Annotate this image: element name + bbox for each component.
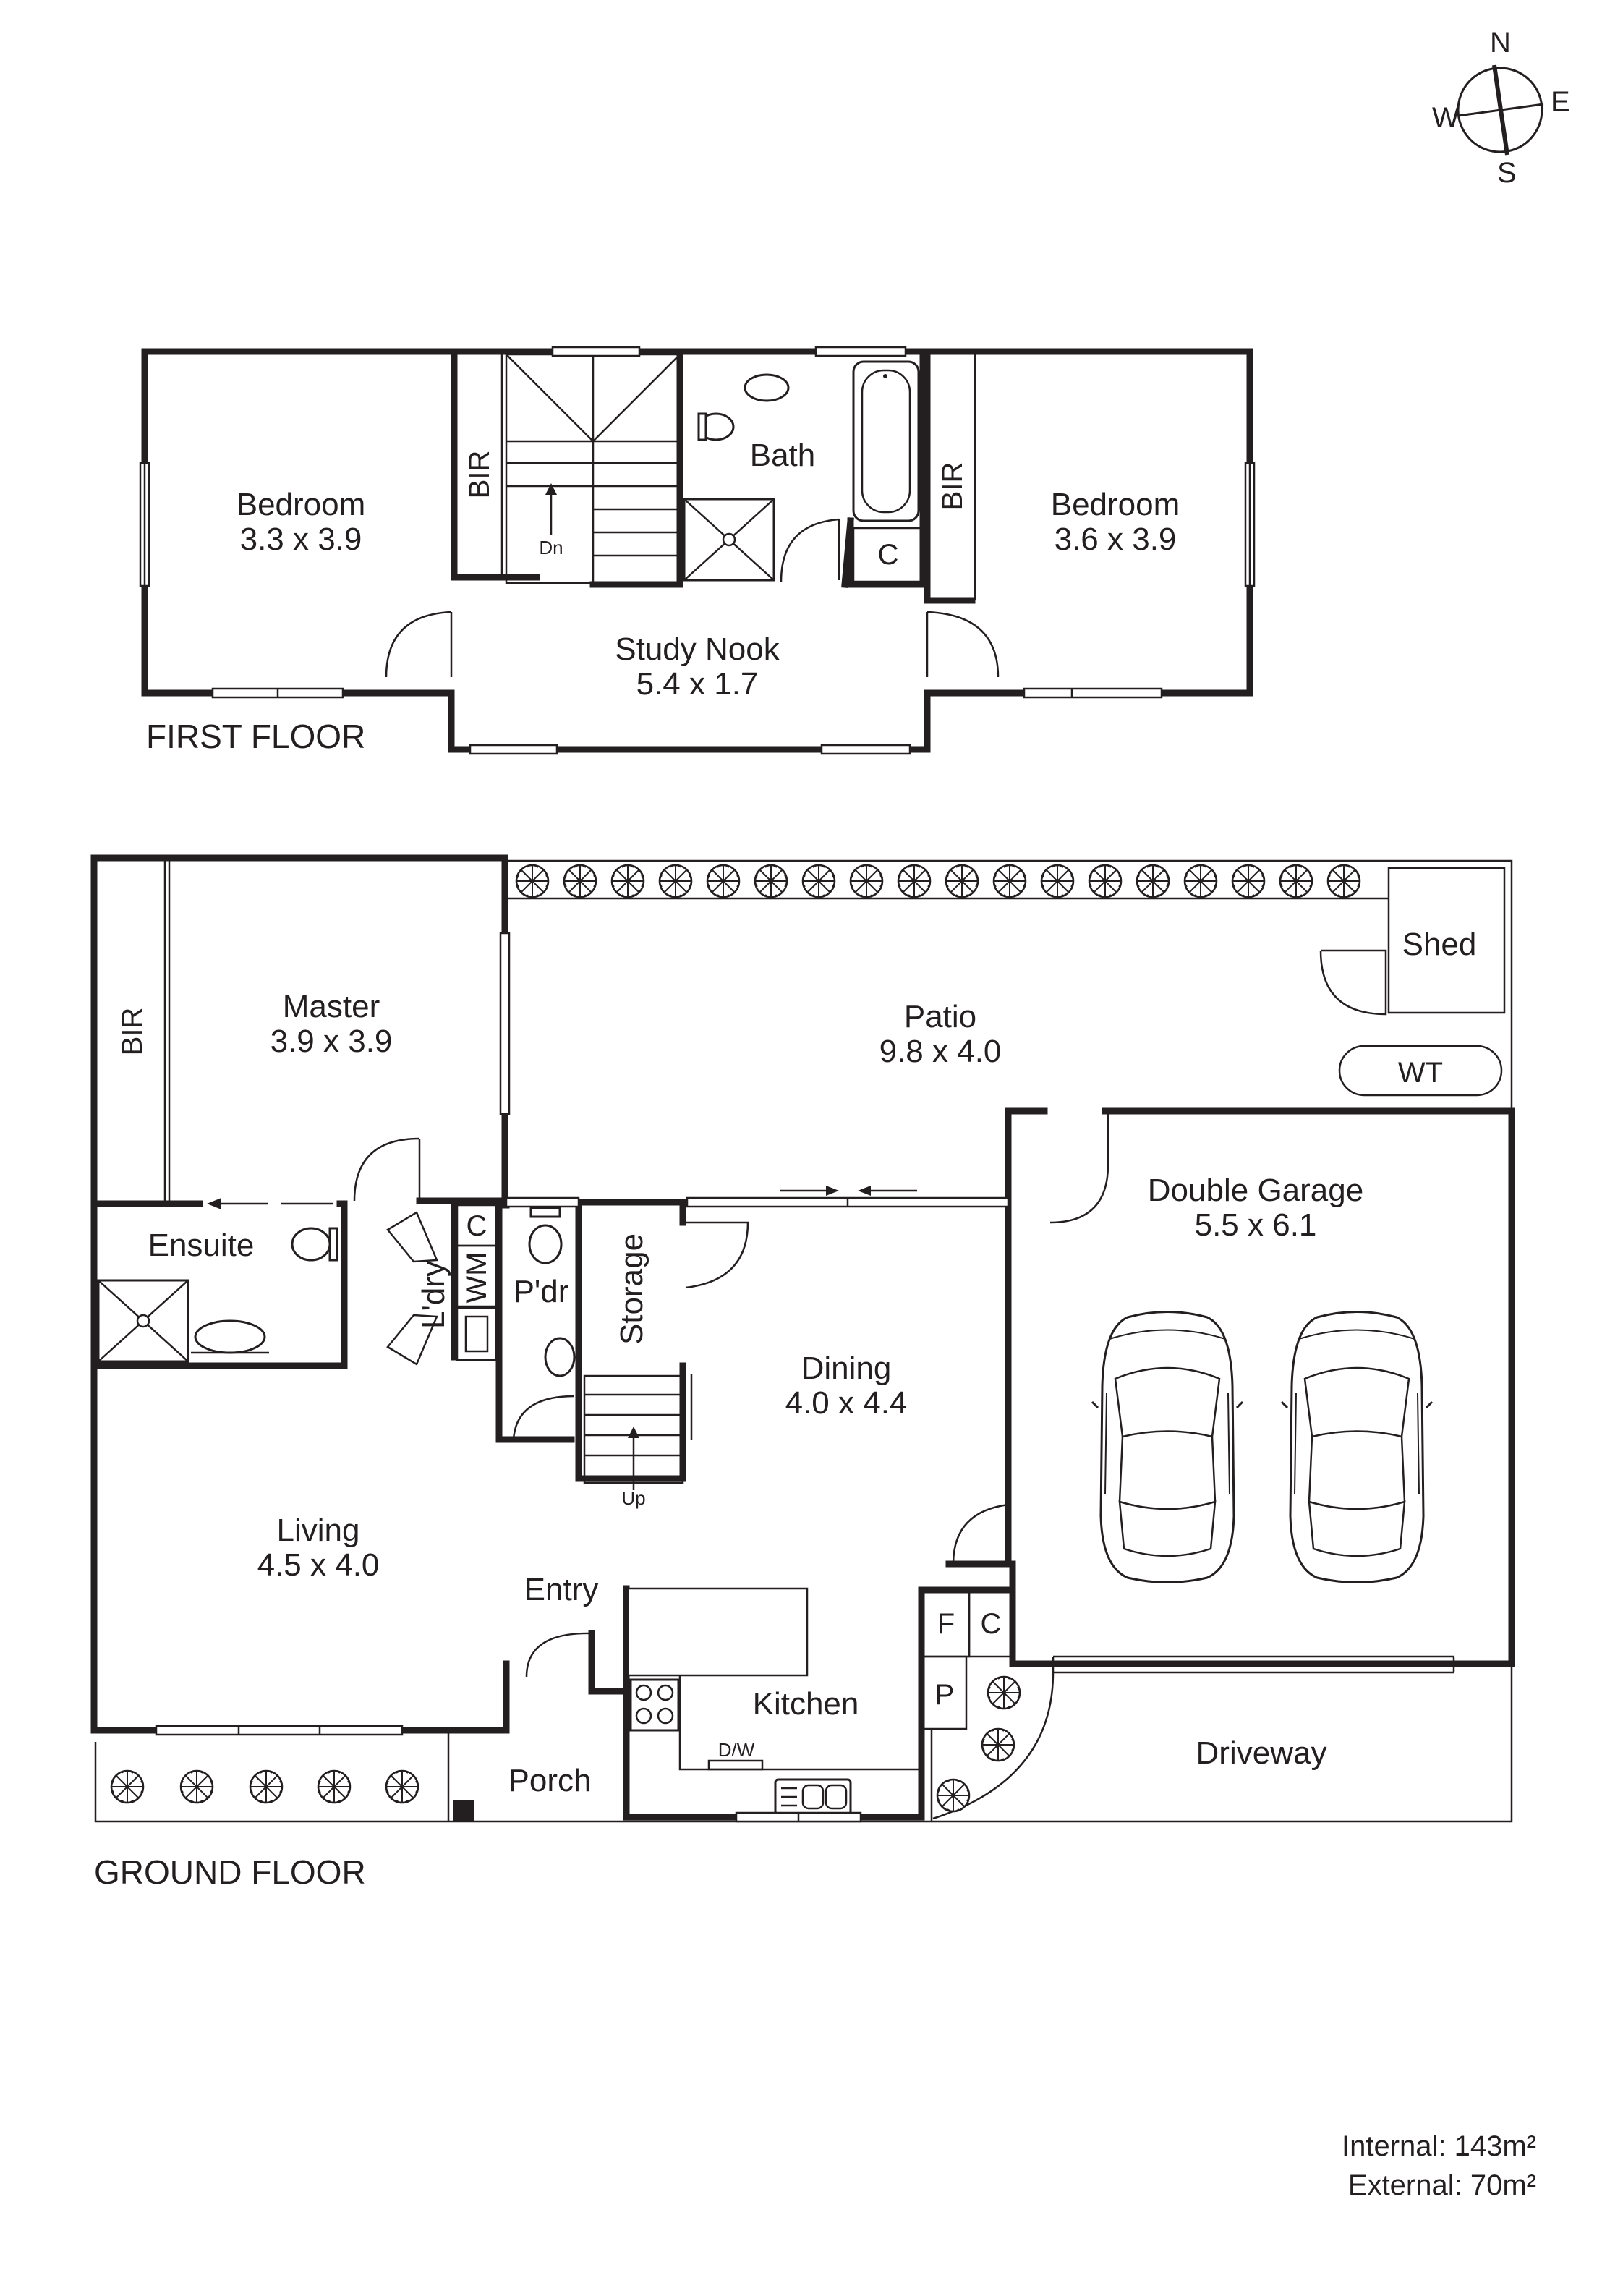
shrub-icon bbox=[987, 1675, 1021, 1710]
shrub-icon bbox=[610, 864, 645, 898]
dining-name: Dining bbox=[801, 1351, 892, 1386]
shrub-icon bbox=[897, 864, 932, 898]
shrub-icon bbox=[1279, 864, 1313, 898]
area-summary: Internal: 143m² External: 70m² bbox=[1342, 2130, 1536, 2201]
shrub-icon bbox=[801, 864, 836, 898]
window bbox=[155, 1725, 404, 1736]
shrub-icon bbox=[1136, 864, 1170, 898]
ground-floor-heading: GROUND FLOOR bbox=[94, 1853, 366, 1891]
master-bir-label: BIR bbox=[116, 1008, 148, 1056]
shrub-icon bbox=[110, 1769, 145, 1804]
ensuite-basin-icon bbox=[194, 1319, 266, 1354]
bedroom-east-size: 3.6 x 3.9 bbox=[1055, 522, 1177, 557]
entry-label: Entry bbox=[524, 1572, 599, 1607]
shrub-icon bbox=[1088, 864, 1123, 898]
driveway-label: Driveway bbox=[1196, 1735, 1327, 1771]
laundry-label: L'dry bbox=[416, 1261, 451, 1329]
patio-size: 9.8 x 4.0 bbox=[879, 1034, 1002, 1069]
kitchen-cupboard-label: C bbox=[981, 1608, 1002, 1640]
ensuite-toilet-icon bbox=[291, 1227, 331, 1262]
first-floor-heading: FIRST FLOOR bbox=[146, 718, 365, 755]
dishwasher-icon bbox=[707, 1759, 764, 1771]
shrub-icon bbox=[981, 1727, 1015, 1762]
window bbox=[499, 932, 511, 1115]
shrub-icon bbox=[515, 864, 550, 898]
compass-ring-icon bbox=[1457, 67, 1543, 153]
bedroom-west-name: Bedroom bbox=[237, 487, 366, 522]
dining-size: 4.0 x 4.4 bbox=[785, 1385, 908, 1421]
compass: N E S W bbox=[1432, 27, 1570, 189]
window bbox=[820, 744, 911, 755]
first-floor-plan: Bedroom 3.3 x 3.9 Bedroom 3.6 x 3.9 Bath… bbox=[139, 346, 1256, 755]
first-floor-cupboard-label: C bbox=[878, 539, 899, 571]
ensuite-label: Ensuite bbox=[148, 1228, 255, 1263]
master-name: Master bbox=[283, 989, 380, 1024]
shrub-icon bbox=[992, 864, 1027, 898]
master-size: 3.9 x 3.9 bbox=[270, 1024, 393, 1059]
compass-west: W bbox=[1432, 102, 1460, 134]
bathtub-icon bbox=[852, 360, 920, 522]
fridge-label: F bbox=[937, 1608, 955, 1640]
shrub-icon bbox=[1040, 864, 1075, 898]
shrub-icon bbox=[658, 864, 693, 898]
study-nook-size: 5.4 x 1.7 bbox=[636, 666, 759, 702]
study-nook-name: Study Nook bbox=[615, 632, 780, 667]
stairs-down-label: Dn bbox=[539, 537, 563, 558]
shrub-icon bbox=[1326, 864, 1361, 898]
compass-north: N bbox=[1490, 27, 1511, 59]
storage-label: Storage bbox=[614, 1233, 649, 1345]
pantry-label: P bbox=[935, 1679, 955, 1711]
shed-label: Shed bbox=[1402, 927, 1477, 962]
washing-machine-label: WM bbox=[461, 1251, 493, 1303]
pdr-toilet-icon bbox=[528, 1224, 563, 1264]
water-tank bbox=[1338, 1045, 1503, 1097]
window bbox=[469, 744, 558, 755]
bedroom-east-name: Bedroom bbox=[1051, 487, 1180, 522]
site-boundary bbox=[508, 859, 1513, 1108]
double-garage-size: 5.5 x 6.1 bbox=[1195, 1207, 1317, 1243]
shrub-icon bbox=[945, 864, 979, 898]
shrub-icon bbox=[249, 1769, 284, 1804]
compass-east: E bbox=[1551, 86, 1570, 118]
double-garage-name: Double Garage bbox=[1148, 1173, 1363, 1208]
bath-name: Bath bbox=[750, 438, 816, 473]
shrub-icon bbox=[706, 864, 741, 898]
shrub-icon bbox=[563, 864, 597, 898]
patio-name: Patio bbox=[904, 999, 976, 1034]
window bbox=[814, 346, 907, 357]
bir-east-label: BIR bbox=[937, 462, 968, 511]
shrub-icon bbox=[179, 1769, 214, 1804]
shrub-icon bbox=[849, 864, 884, 898]
shrub-icon bbox=[1183, 864, 1218, 898]
bir-west-label: BIR bbox=[464, 451, 495, 499]
shrub-icon bbox=[385, 1769, 419, 1804]
pdr-basin-icon bbox=[544, 1337, 576, 1377]
shrub-icon bbox=[936, 1778, 971, 1813]
ground-floor-plan: Master 3.9 x 3.9 BIR Patio 9.8 x 4.0 She… bbox=[90, 854, 1515, 1891]
stairs-up-label: Up bbox=[621, 1487, 645, 1509]
water-tank-label: WT bbox=[1398, 1057, 1443, 1089]
powder-room-label: P'dr bbox=[514, 1274, 569, 1309]
shrub-icon bbox=[754, 864, 788, 898]
external-area: External: 70m² bbox=[1348, 2169, 1536, 2201]
car-icon bbox=[1280, 1311, 1434, 1583]
living-name: Living bbox=[277, 1513, 360, 1548]
shrub-icon bbox=[1231, 864, 1266, 898]
internal-area: Internal: 143m² bbox=[1342, 2130, 1536, 2162]
kitchen-label: Kitchen bbox=[753, 1686, 859, 1722]
window bbox=[1023, 687, 1163, 699]
living-size: 4.5 x 4.0 bbox=[257, 1547, 380, 1583]
window bbox=[551, 346, 641, 357]
ground-floor-outer-wall bbox=[90, 854, 508, 1115]
porch-label: Porch bbox=[508, 1763, 592, 1798]
shed bbox=[1387, 867, 1506, 1014]
car-icon bbox=[1091, 1311, 1244, 1583]
laundry-cupboard-label: C bbox=[467, 1210, 487, 1242]
compass-south: S bbox=[1497, 157, 1517, 189]
bath-basin-icon bbox=[744, 373, 790, 402]
dishwasher-label: D/W bbox=[718, 1739, 755, 1761]
bedroom-west-size: 3.3 x 3.9 bbox=[240, 522, 362, 557]
shrub-icon bbox=[317, 1769, 352, 1804]
